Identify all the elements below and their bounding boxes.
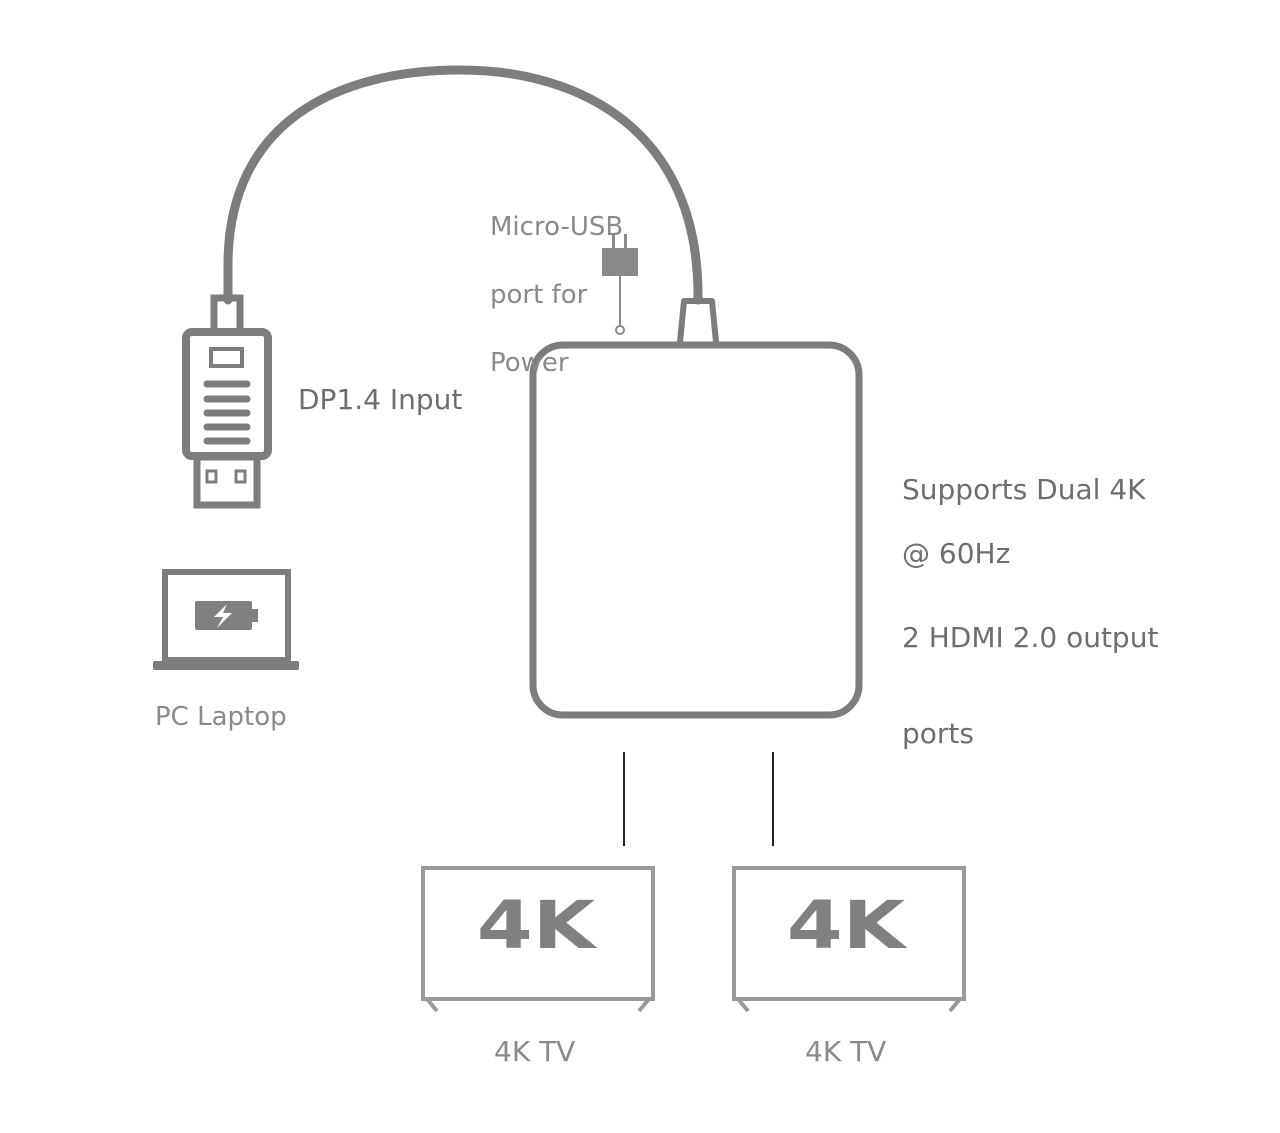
micro-usb-label-line2: port for	[490, 280, 588, 310]
hdmi-ports-label-line2: ports	[902, 717, 974, 750]
tv2-caption: 4K TV	[805, 1035, 887, 1068]
hdmi-ports-label: 2 HDMI 2.0 output ports	[902, 566, 1158, 806]
tv1-screen-label: 4K	[477, 888, 599, 964]
tv2-screen-label: 4K	[787, 888, 909, 964]
hdmi-ports-label-line1: 2 HDMI 2.0 output	[902, 621, 1159, 654]
power-plug-icon	[602, 234, 638, 335]
tv-icon	[732, 866, 966, 1013]
micro-usb-label-line3: Power	[490, 348, 569, 378]
supports-label-line2: @ 60Hz	[902, 537, 1011, 570]
supports-label: Supports Dual 4K @ 60Hz	[902, 442, 1146, 602]
adapter-dp-port	[677, 298, 719, 343]
laptop-battery-icon	[153, 569, 299, 670]
micro-usb-label: Micro-USB port for Power	[490, 176, 623, 414]
tv1-caption: 4K TV	[494, 1035, 576, 1068]
dp-input-label: DP1.4 Input	[298, 383, 463, 416]
tv-icon	[421, 866, 655, 1013]
pc-laptop-label: PC Laptop	[155, 702, 287, 732]
adapter-body	[529, 341, 863, 719]
dp-cable	[223, 65, 703, 305]
displayport-plug-icon	[182, 294, 272, 509]
supports-label-line1: Supports Dual 4K	[902, 473, 1146, 506]
micro-usb-label-line1: Micro-USB	[490, 212, 624, 242]
